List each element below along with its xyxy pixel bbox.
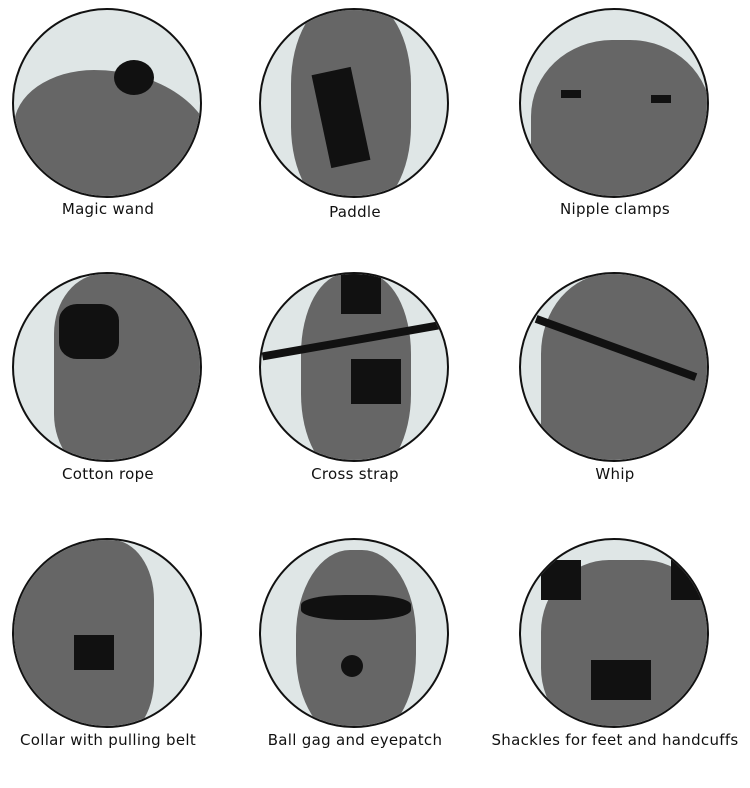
product-label: Shackles for feet and handcuffs	[491, 731, 739, 749]
product-image	[519, 8, 709, 198]
product-item-cross-strap: Cross strap	[235, 272, 475, 522]
product-label: Paddle	[329, 203, 381, 221]
product-item-whip: Whip	[495, 272, 735, 522]
product-item-magic-wand: Magic wand	[0, 8, 228, 258]
product-item-shackles: Shackles for feet and handcuffs	[491, 538, 738, 788]
product-image	[12, 538, 202, 728]
product-label: Cross strap	[311, 465, 399, 483]
product-item-paddle: Paddle	[235, 8, 475, 258]
product-label: Ball gag and eyepatch	[267, 731, 443, 749]
product-image	[12, 8, 202, 198]
product-label: Cotton rope	[62, 465, 154, 483]
product-image	[12, 272, 202, 462]
product-label: Whip	[595, 465, 635, 483]
product-item-nipple-clamps: Nipple clamps	[495, 8, 735, 258]
product-item-ball-gag: Ball gag and eyepatch	[235, 538, 475, 788]
product-image	[519, 538, 709, 728]
product-image	[259, 8, 449, 198]
product-item-cotton-rope: Cotton rope	[0, 272, 228, 522]
product-label: Magic wand	[61, 200, 155, 218]
product-image	[259, 538, 449, 728]
product-image	[259, 272, 449, 462]
product-label: Nipple clamps	[559, 200, 671, 218]
product-label: Collar with pulling belt	[19, 731, 197, 749]
product-item-collar: Collar with pulling belt	[0, 538, 228, 788]
product-image	[519, 272, 709, 462]
